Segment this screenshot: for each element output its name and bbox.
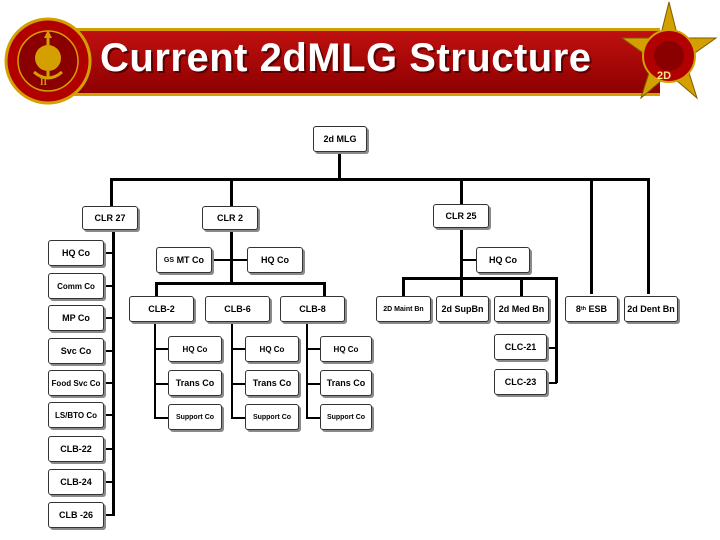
connector — [460, 178, 463, 204]
org-box-clr25-hq: HQ Co — [476, 247, 530, 273]
org-box-clr27: CLR 27 — [82, 206, 138, 230]
connector — [231, 383, 245, 385]
connector — [104, 481, 113, 483]
marine-seal-emblem — [4, 17, 92, 105]
connector — [323, 282, 326, 296]
page-title: Current 2dMLG Structure — [100, 36, 592, 80]
connector — [210, 259, 247, 261]
title-banner — [60, 28, 660, 96]
connector — [555, 277, 558, 383]
connector — [306, 348, 320, 350]
org-box-clb-support: Support Co — [320, 404, 372, 430]
org-box-clr25: CLR 25 — [433, 204, 489, 228]
gs-prefix: GS — [163, 256, 175, 264]
connector — [155, 282, 325, 285]
org-box-clb-hq: HQ Co — [168, 336, 222, 362]
org-box-clb: CLB-8 — [280, 296, 345, 322]
connector — [547, 347, 557, 349]
connector — [104, 252, 113, 254]
org-box-clb: CLB-2 — [129, 296, 194, 322]
connector — [520, 277, 523, 296]
connector — [155, 282, 158, 296]
connector — [154, 348, 168, 350]
org-box-clb-hq: HQ Co — [245, 336, 299, 362]
connector — [460, 259, 476, 261]
connector — [154, 383, 168, 385]
connector — [231, 320, 233, 418]
connector — [460, 277, 463, 296]
connector — [104, 514, 113, 516]
connector — [104, 317, 113, 319]
org-box-clr2-hq: HQ Co — [247, 247, 303, 273]
connector — [306, 383, 320, 385]
connector — [104, 285, 113, 287]
connector — [647, 178, 650, 294]
org-box-clr27-unit: Svc Co — [48, 338, 104, 364]
connector — [110, 178, 650, 181]
connector — [230, 178, 233, 206]
org-box-clc: CLC-21 — [494, 334, 547, 360]
org-box-clr27-unit: LS/BTO Co — [48, 402, 104, 428]
org-box-clr2: CLR 2 — [202, 206, 258, 230]
org-box-clr27-unit: Comm Co — [48, 273, 104, 299]
org-box-med-bn: 2d Med Bn — [494, 296, 549, 322]
connector — [547, 382, 557, 384]
connector — [104, 414, 113, 416]
org-box-clr27-unit: CLB -26 — [48, 502, 104, 528]
connector — [306, 320, 308, 418]
org-box-clr27-unit: CLB-22 — [48, 436, 104, 462]
connector — [104, 382, 113, 384]
connector — [338, 151, 341, 178]
org-box-clr27-unit: HQ Co — [48, 240, 104, 266]
org-box-dent-bn: 2d Dent Bn — [624, 296, 678, 322]
connector — [231, 348, 245, 350]
org-box-clb-trans: Trans Co — [245, 370, 299, 396]
org-box-clb: CLB-6 — [205, 296, 270, 322]
connector — [402, 277, 405, 296]
insignia-text: 2D — [657, 70, 672, 82]
org-box-clr27-unit: MP Co — [48, 305, 104, 331]
org-box-clb-support: Support Co — [168, 404, 222, 430]
org-box-clb-support: Support Co — [245, 404, 299, 430]
org-box-clc: CLC-23 — [494, 369, 547, 395]
org-box-clr27-unit: CLB-24 — [48, 469, 104, 495]
connector — [110, 178, 113, 206]
esb-number: 8 — [575, 304, 581, 314]
esb-label: ESB — [588, 304, 608, 314]
connector — [460, 228, 463, 279]
org-box-clb-trans: Trans Co — [168, 370, 222, 396]
connector — [306, 417, 320, 419]
org-box-clr27-unit: Food Svc Co — [48, 370, 104, 396]
connector — [402, 277, 557, 280]
gs-mt-label: MT Co — [176, 255, 205, 265]
connector — [104, 448, 113, 450]
org-box-2d-mlg: 2d MLG — [313, 126, 367, 152]
org-box-sup-bn: 2d SupBn — [436, 296, 489, 322]
connector — [104, 350, 113, 352]
connector — [230, 230, 233, 284]
connector — [231, 417, 245, 419]
org-box-clb-hq: HQ Co — [320, 336, 372, 362]
connector — [112, 230, 115, 516]
connector — [590, 178, 593, 294]
connector — [154, 320, 156, 418]
org-box-gs-mt-co: GS MT Co — [156, 247, 212, 273]
org-box-maint-bn: 2D Maint Bn — [376, 296, 431, 322]
connector — [154, 417, 168, 419]
star-insignia-emblem — [620, 1, 718, 100]
seal-numeral: II — [40, 77, 48, 87]
org-box-clb-trans: Trans Co — [320, 370, 372, 396]
